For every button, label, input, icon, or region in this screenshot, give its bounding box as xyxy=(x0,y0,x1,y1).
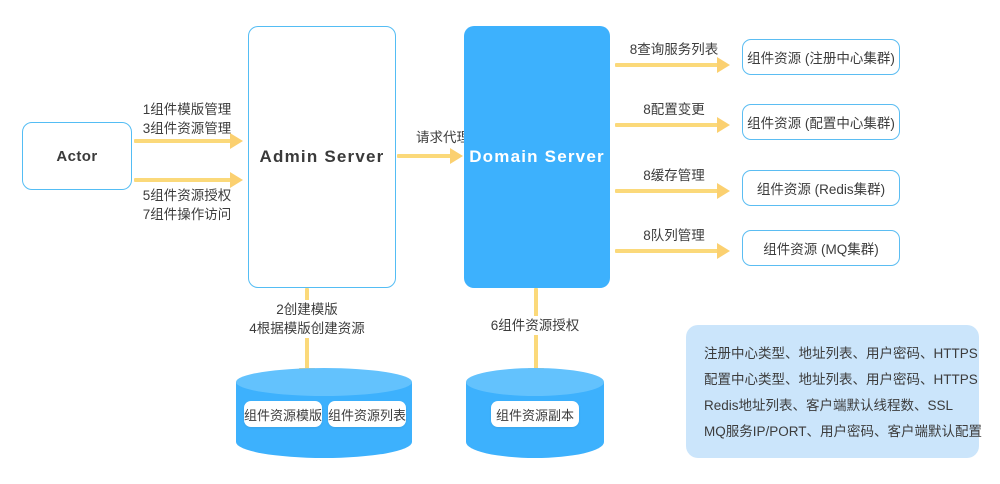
arrow-actor-admin-top-head xyxy=(230,133,243,149)
flow-actor-admin-bottom-line2: 7组件操作访问 xyxy=(142,207,232,222)
datastore-admin-chip-list-label: 组件资源列表 xyxy=(328,407,407,423)
arrow-actor-admin-top-line xyxy=(134,139,232,143)
arrow-resource-1-line xyxy=(615,123,719,127)
flow-actor-admin-top-line1: 1组件模版管理 xyxy=(142,102,232,117)
arrow-actor-admin-bottom-line xyxy=(134,178,232,182)
flow-actor-admin-bottom-caption: 5组件资源授权 7组件操作访问 xyxy=(128,186,246,224)
resource-box-redis-label: 组件资源 (Redis集群) xyxy=(756,182,886,197)
flow-admin-store-line2: 4根据模版创建资源 xyxy=(249,321,365,336)
node-admin-server-label: Admin Server xyxy=(259,147,385,166)
arrow-resource-2-line xyxy=(615,189,719,193)
arrow-resource-2-caption: 8缓存管理 xyxy=(619,166,729,185)
arrow-resource-2-head xyxy=(717,183,730,199)
arrow-resource-2-label: 8缓存管理 xyxy=(643,168,705,183)
info-panel-line-3: MQ服务IP/PORT、用户密码、客户端默认配置 xyxy=(704,424,983,439)
arrow-actor-admin-bottom-head xyxy=(230,172,243,188)
arrow-resource-3-line xyxy=(615,249,719,253)
node-domain-server[interactable]: Domain Server xyxy=(464,26,610,288)
datastore-admin-chip-template-label: 组件资源模版 xyxy=(244,407,323,423)
resource-box-mq-label: 组件资源 (MQ集群) xyxy=(763,242,879,257)
arrow-resource-3-head xyxy=(717,243,730,259)
arrow-resource-3-label: 8队列管理 xyxy=(643,228,705,243)
datastore-domain-chip-replica[interactable]: 组件资源副本 xyxy=(491,401,579,427)
datastore-domain-chip-replica-label: 组件资源副本 xyxy=(495,407,574,423)
datastore-admin[interactable]: 组件资源模版 组件资源列表 xyxy=(236,368,412,458)
flow-actor-admin-top-caption: 1组件模版管理 3组件资源管理 xyxy=(128,100,246,138)
info-panel-line-0: 注册中心类型、地址列表、用户密码、HTTPS xyxy=(704,346,978,361)
resource-box-registry[interactable]: 组件资源 (注册中心集群) xyxy=(742,39,900,75)
arrow-admin-domain-line xyxy=(397,154,452,158)
flow-actor-admin-bottom-line1: 5组件资源授权 xyxy=(142,188,232,203)
resource-box-registry-label: 组件资源 (注册中心集群) xyxy=(747,51,895,66)
resource-box-config-label: 组件资源 (配置中心集群) xyxy=(747,116,895,131)
node-actor[interactable]: Actor xyxy=(22,122,132,190)
flow-domain-store-label: 6组件资源授权 xyxy=(490,318,580,333)
datastore-domain[interactable]: 组件资源副本 xyxy=(466,368,604,458)
resource-box-redis[interactable]: 组件资源 (Redis集群) xyxy=(742,170,900,206)
node-admin-server[interactable]: Admin Server xyxy=(248,26,396,288)
flow-admin-store-line1: 2创建模版 xyxy=(276,302,338,317)
flow-admin-domain-label: 请求代理 xyxy=(416,130,470,145)
arrow-resource-1-caption: 8配置变更 xyxy=(619,100,729,119)
resource-box-mq[interactable]: 组件资源 (MQ集群) xyxy=(742,230,900,266)
arrow-resource-0-line xyxy=(615,63,719,67)
flow-domain-store-caption: 6组件资源授权 xyxy=(459,316,611,335)
node-domain-server-label: Domain Server xyxy=(469,147,605,166)
arrow-resource-1-label: 8配置变更 xyxy=(643,102,705,117)
flow-actor-admin-top-line2: 3组件资源管理 xyxy=(142,121,232,136)
arrow-resource-1-head xyxy=(717,117,730,133)
arrow-resource-0-label: 8查询服务列表 xyxy=(629,42,719,57)
arrow-admin-domain-head xyxy=(450,148,463,164)
node-actor-label: Actor xyxy=(56,147,98,165)
flow-admin-domain-caption: 请求代理 xyxy=(398,128,488,147)
info-panel: 注册中心类型、地址列表、用户密码、HTTPS 配置中心类型、地址列表、用户密码、… xyxy=(686,325,983,458)
datastore-domain-top xyxy=(466,368,604,396)
arrow-resource-3-caption: 8队列管理 xyxy=(619,226,729,245)
flow-admin-store-caption: 2创建模版 4根据模版创建资源 xyxy=(219,300,395,338)
arrow-resource-0-head xyxy=(717,57,730,73)
info-panel-line-2: Redis地址列表、客户端默认线程数、SSL xyxy=(704,398,954,413)
arrow-resource-0-caption: 8查询服务列表 xyxy=(619,40,729,59)
datastore-admin-chip-template[interactable]: 组件资源模版 xyxy=(244,401,322,427)
datastore-admin-chip-list[interactable]: 组件资源列表 xyxy=(328,401,406,427)
info-panel-line-1: 配置中心类型、地址列表、用户密码、HTTPS xyxy=(704,372,978,387)
resource-box-config[interactable]: 组件资源 (配置中心集群) xyxy=(742,104,900,140)
datastore-admin-top xyxy=(236,368,412,396)
